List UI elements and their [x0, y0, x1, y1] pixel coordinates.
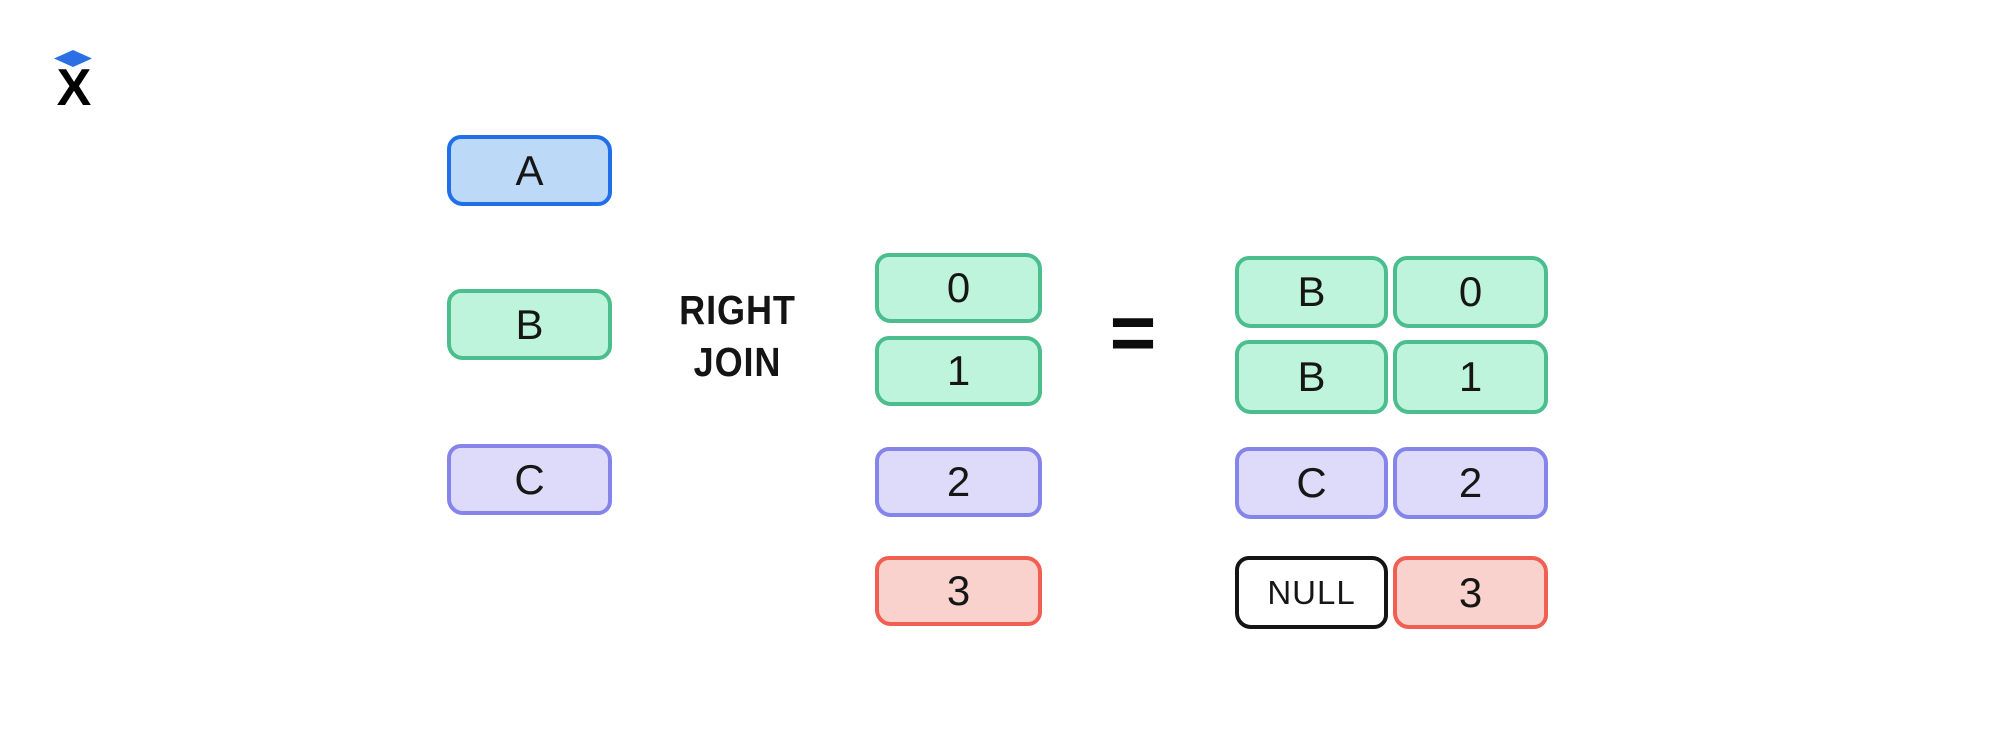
result-row2-left: B	[1235, 340, 1388, 414]
left-table-cell-b: B	[447, 289, 612, 360]
logo-letter: X	[56, 59, 92, 117]
diamond-icon	[54, 50, 92, 67]
join-operator-line1: RIGHT	[679, 287, 796, 333]
result-row1-right: 0	[1393, 256, 1548, 328]
right-table-cell-3: 3	[875, 556, 1042, 626]
result-row3-right: 2	[1393, 447, 1548, 519]
result-row1-left: B	[1235, 256, 1388, 328]
right-table-cell-1: 1	[875, 336, 1042, 406]
result-row2-right: 1	[1393, 340, 1548, 414]
brand-logo: X	[52, 50, 94, 117]
join-operator-label: RIGHT JOIN	[652, 284, 824, 388]
equals-sign: =	[1109, 288, 1157, 377]
result-row4-left-null: NULL	[1235, 556, 1388, 629]
join-operator-line2: JOIN	[693, 339, 782, 385]
left-table-cell-a: A	[447, 135, 612, 206]
result-row4-right: 3	[1393, 556, 1548, 629]
left-table-cell-c: C	[447, 444, 612, 515]
result-row3-left: C	[1235, 447, 1388, 519]
right-table-cell-0: 0	[875, 253, 1042, 323]
right-table-cell-2: 2	[875, 447, 1042, 517]
